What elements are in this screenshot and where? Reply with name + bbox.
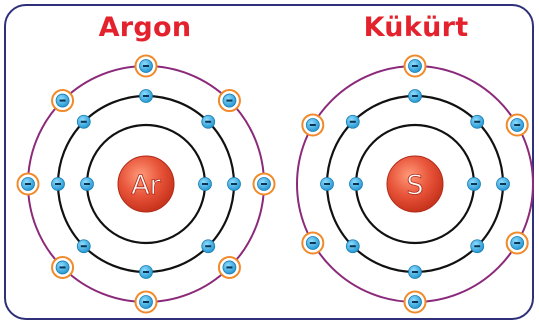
electron bbox=[408, 265, 422, 279]
electron bbox=[467, 177, 481, 191]
minus-sign bbox=[474, 120, 481, 123]
argon-atom: Ar bbox=[16, 54, 276, 314]
minus-sign bbox=[25, 183, 31, 185]
kukurt-atom: S bbox=[296, 54, 534, 314]
electron bbox=[201, 239, 216, 254]
minus-sign bbox=[143, 95, 149, 97]
minus-sign bbox=[202, 183, 208, 185]
electron bbox=[139, 265, 153, 279]
electron bbox=[198, 177, 212, 191]
minus-sign bbox=[80, 120, 87, 123]
valence-electron bbox=[51, 255, 75, 279]
minus-sign bbox=[349, 120, 356, 123]
minus-sign bbox=[231, 183, 237, 185]
minus-sign bbox=[80, 245, 87, 248]
minus-sign bbox=[349, 245, 356, 248]
argon-title: Argon bbox=[98, 12, 192, 43]
electron bbox=[345, 239, 360, 254]
minus-sign bbox=[84, 183, 90, 185]
minus-sign bbox=[500, 183, 506, 185]
valence-electron bbox=[217, 89, 241, 113]
nucleus bbox=[386, 155, 444, 213]
electron bbox=[470, 114, 485, 129]
valence-electron bbox=[505, 113, 529, 137]
minus-sign bbox=[205, 120, 212, 123]
electron bbox=[201, 114, 216, 129]
electron bbox=[80, 177, 94, 191]
minus-sign bbox=[353, 183, 359, 185]
electron bbox=[76, 239, 91, 254]
electron bbox=[320, 177, 334, 191]
minus-sign bbox=[309, 124, 316, 126]
minus-sign bbox=[412, 301, 418, 303]
minus-sign bbox=[55, 183, 61, 185]
minus-sign bbox=[514, 242, 521, 244]
element-symbol: S bbox=[406, 170, 423, 201]
valence-electron bbox=[134, 290, 158, 314]
valence-electron bbox=[134, 54, 158, 78]
nucleus bbox=[117, 155, 175, 213]
minus-sign bbox=[309, 242, 316, 244]
valence-electron bbox=[301, 113, 325, 137]
electron bbox=[470, 239, 485, 254]
electron bbox=[496, 177, 510, 191]
electron bbox=[51, 177, 65, 191]
element-symbol: Ar bbox=[131, 170, 161, 201]
minus-sign bbox=[412, 95, 418, 97]
minus-sign bbox=[412, 271, 418, 273]
valence-electron bbox=[403, 290, 427, 314]
minus-sign bbox=[324, 183, 330, 185]
minus-sign bbox=[59, 99, 66, 102]
electron bbox=[139, 89, 153, 103]
valence-electron bbox=[505, 231, 529, 255]
minus-sign bbox=[261, 183, 267, 185]
electron bbox=[349, 177, 363, 191]
electron bbox=[345, 114, 360, 129]
electron bbox=[227, 177, 241, 191]
minus-sign bbox=[205, 245, 212, 248]
minus-sign bbox=[471, 183, 477, 185]
minus-sign bbox=[143, 301, 149, 303]
kukurt-title: Kükürt bbox=[363, 12, 469, 43]
electron bbox=[76, 114, 91, 129]
valence-electron bbox=[51, 89, 75, 113]
minus-sign bbox=[226, 266, 233, 269]
valence-electron bbox=[301, 231, 325, 255]
valence-electron bbox=[217, 255, 241, 279]
minus-sign bbox=[474, 245, 481, 248]
minus-sign bbox=[514, 124, 521, 126]
minus-sign bbox=[143, 271, 149, 273]
electron bbox=[408, 89, 422, 103]
valence-electron bbox=[252, 172, 276, 196]
valence-electron bbox=[403, 54, 427, 78]
minus-sign bbox=[143, 65, 149, 67]
minus-sign bbox=[412, 65, 418, 67]
minus-sign bbox=[59, 266, 66, 269]
minus-sign bbox=[226, 99, 233, 102]
valence-electron bbox=[16, 172, 40, 196]
